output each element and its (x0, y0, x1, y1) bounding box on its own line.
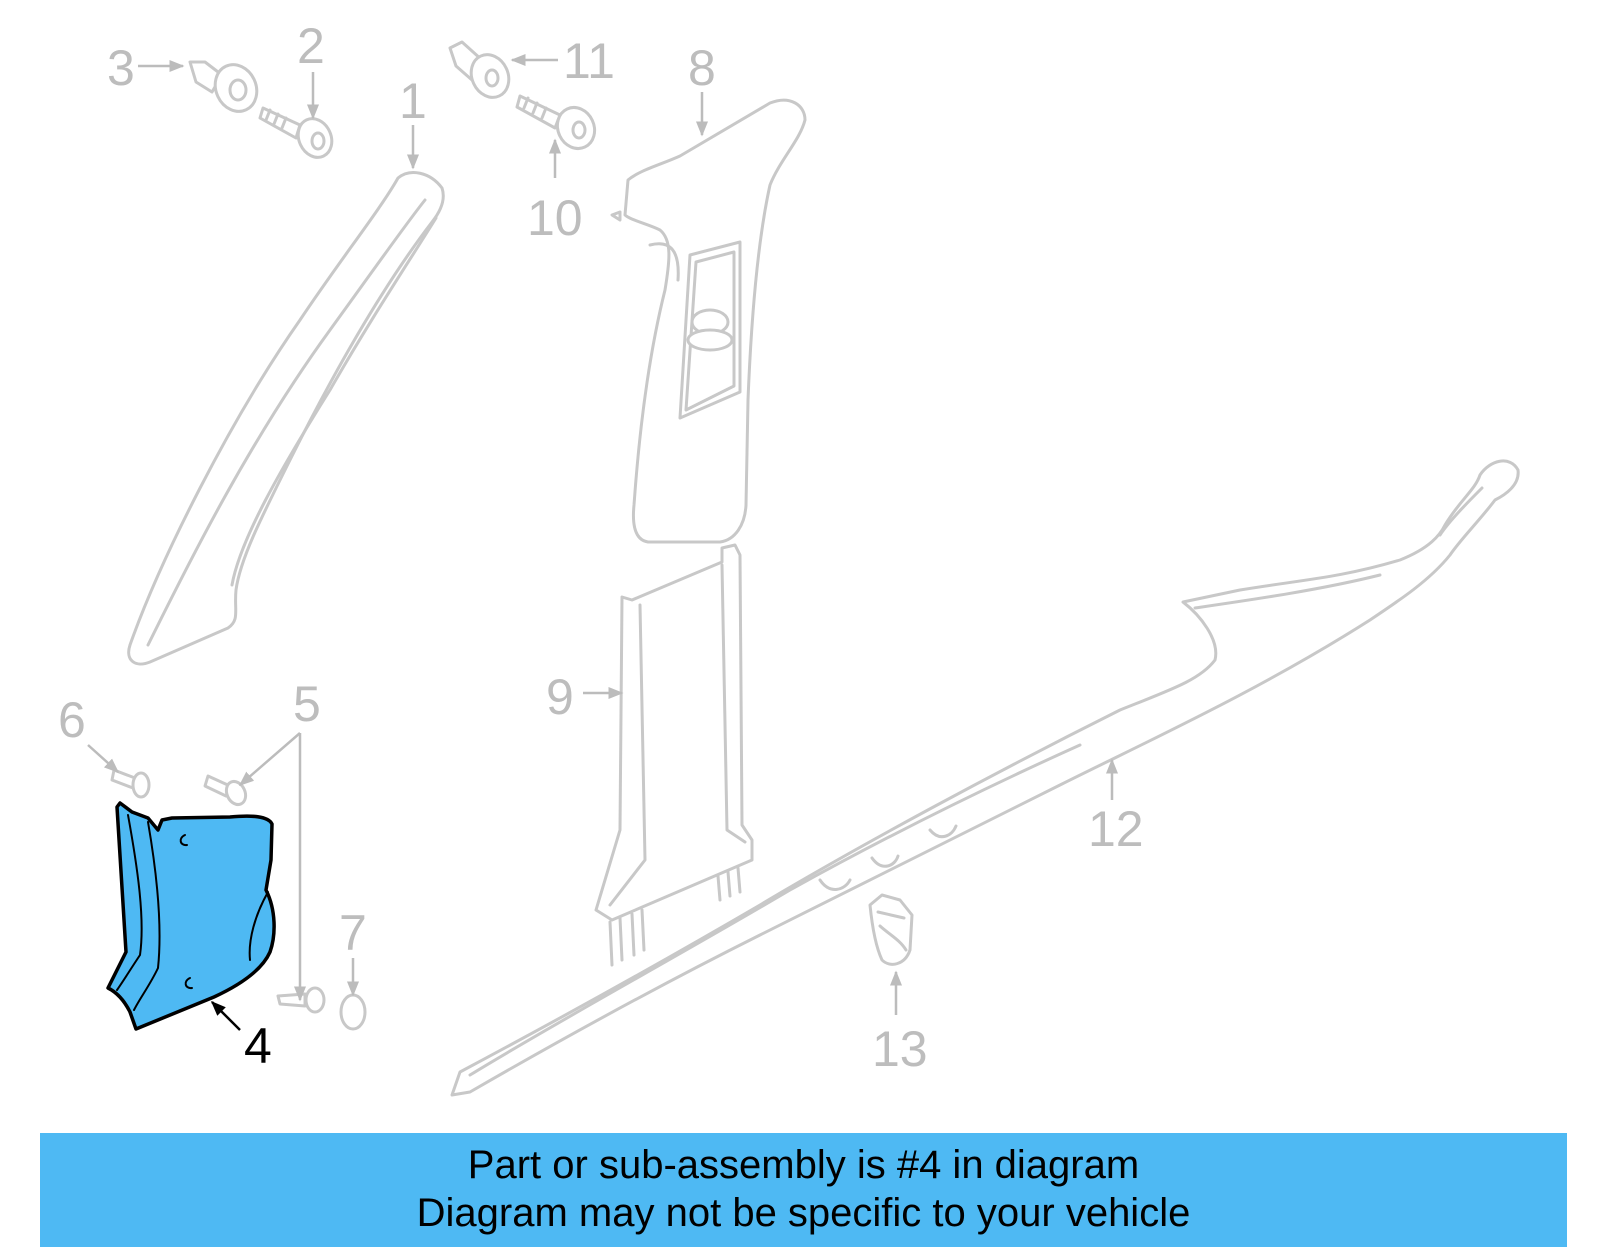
part-12-sill-plate (450, 459, 1520, 1097)
leader-lines (87, 54, 1118, 1031)
part-1-a-pillar-trim (127, 171, 445, 666)
callout-labels: 3 2 1 11 10 8 9 12 13 6 5 7 4 (58, 18, 1144, 1077)
callout-6: 6 (58, 692, 86, 748)
callout-10: 10 (527, 190, 583, 246)
part-6-screw (110, 768, 151, 799)
part-11-clip (448, 40, 511, 99)
callout-5: 5 (293, 676, 321, 732)
caption-line-1: Part or sub-assembly is #4 in diagram (467, 1143, 1140, 1187)
part-2-screw (258, 106, 334, 159)
callout-13: 13 (872, 1021, 928, 1077)
callout-3: 3 (107, 40, 135, 96)
leader-5a (238, 732, 301, 786)
callout-9: 9 (546, 669, 574, 725)
part-3-clip (188, 60, 259, 113)
part-9-b-pillar-lower-trim (594, 543, 754, 967)
leader-6 (87, 744, 120, 774)
callout-2: 2 (297, 18, 325, 74)
part-13-clip (868, 893, 914, 966)
leader-4 (210, 1000, 241, 1031)
callout-4: 4 (244, 1018, 272, 1074)
part-7-grommet (339, 993, 367, 1031)
part-10-screw (515, 94, 597, 150)
callout-7: 7 (339, 905, 367, 961)
callout-11: 11 (563, 33, 615, 89)
part-8-b-pillar-upper-trim (610, 98, 807, 544)
callout-8: 8 (688, 40, 716, 96)
callout-12: 12 (1088, 801, 1144, 857)
caption-banner: Part or sub-assembly is #4 in diagram Di… (40, 1133, 1567, 1247)
callout-1: 1 (399, 73, 427, 129)
part-5-screw-upper (203, 774, 248, 807)
caption-line-2: Diagram may not be specific to your vehi… (416, 1191, 1191, 1235)
part-4-kick-panel-highlighted (106, 801, 276, 1031)
